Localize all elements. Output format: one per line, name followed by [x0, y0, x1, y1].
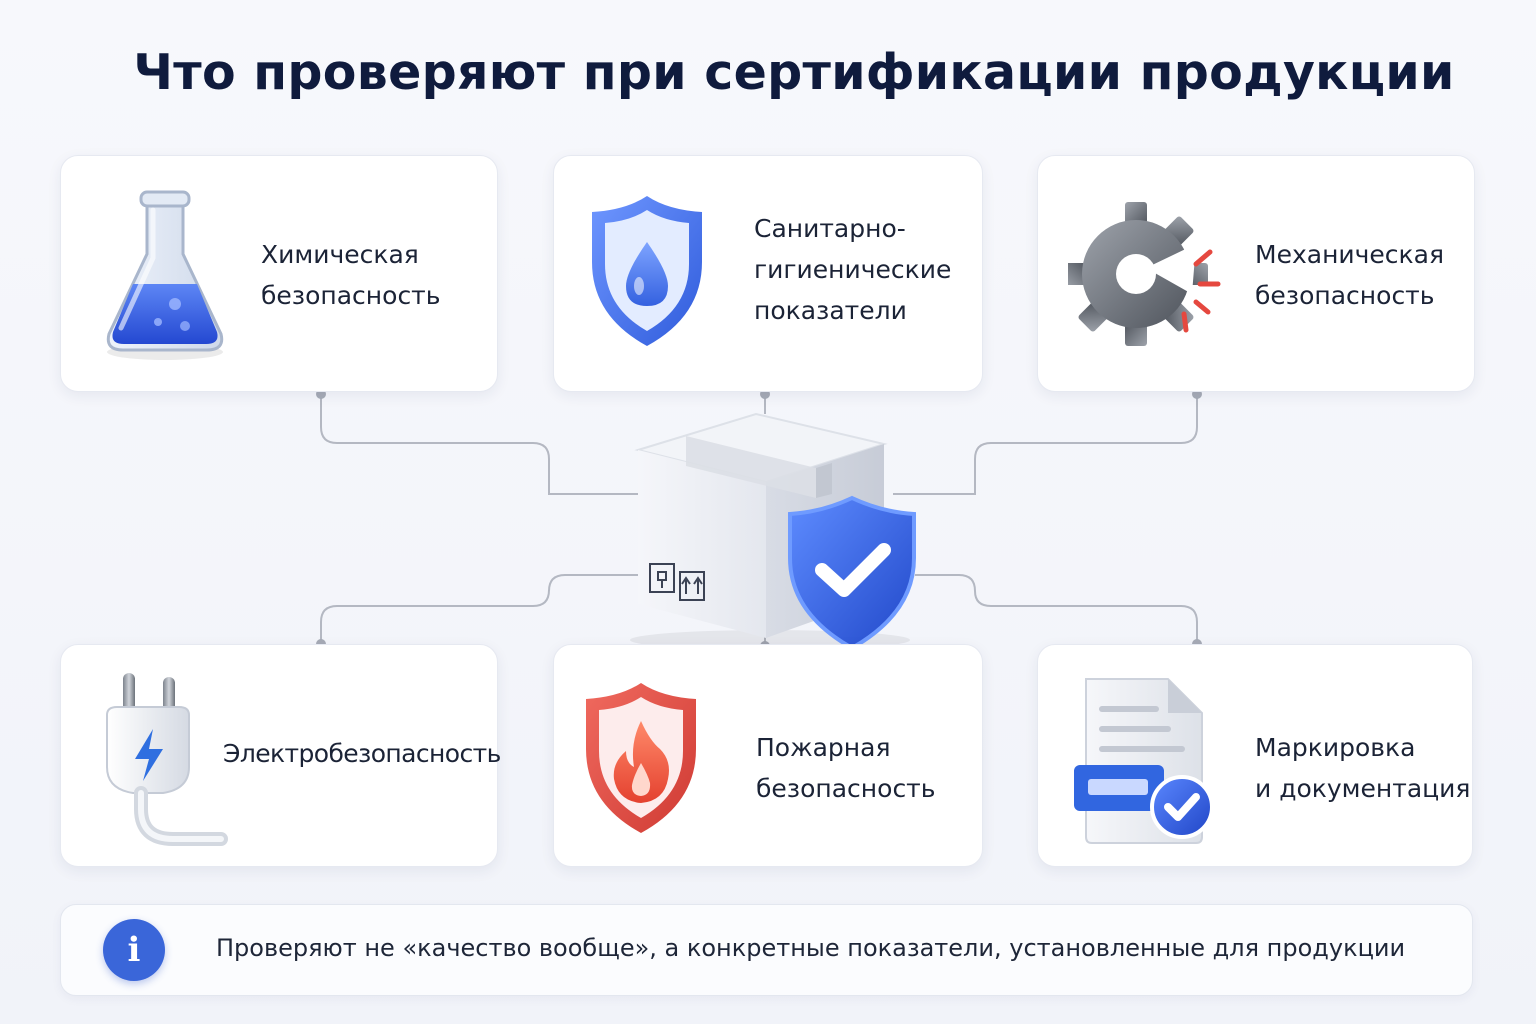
card-marking-documentation: Маркировка и документация: [1037, 644, 1473, 867]
card-mechanical-safety: Механическая безопасность: [1037, 155, 1475, 392]
card-label: Пожарная безопасность: [756, 733, 936, 803]
card-label: Механическая безопасность: [1255, 240, 1445, 310]
card-label: Электробезопасность: [223, 739, 501, 768]
flask-icon: [106, 190, 224, 360]
info-note: i Проверяют не «качество вообще», а конк…: [60, 904, 1473, 996]
card-label: Санитарно- гигиенические показатели: [754, 214, 952, 325]
card-label: Химическая безопасность: [261, 240, 441, 310]
fire-shield-icon: [586, 683, 696, 833]
broken-gear-icon: [1068, 202, 1221, 346]
water-drop-shield-icon: [592, 196, 702, 346]
power-plug-icon: [106, 673, 228, 846]
page-title: Что проверяют при сертификации продукции: [133, 44, 1455, 101]
card-fire-safety: Пожарная безопасность: [553, 644, 983, 867]
info-note-text: Проверяют не «качество вообще», а конкре…: [216, 934, 1406, 962]
card-electrical-safety: Электробезопасность: [60, 644, 501, 867]
package-box-shield-check-icon: [630, 412, 916, 651]
card-sanitary-hygienic: Санитарно- гигиенические показатели: [553, 155, 983, 392]
card-label: Маркировка и документация: [1255, 733, 1471, 803]
info-icon: i: [103, 919, 165, 981]
document-check-icon: [1074, 678, 1214, 844]
card-chemical-safety: Химическая безопасность: [60, 155, 498, 392]
